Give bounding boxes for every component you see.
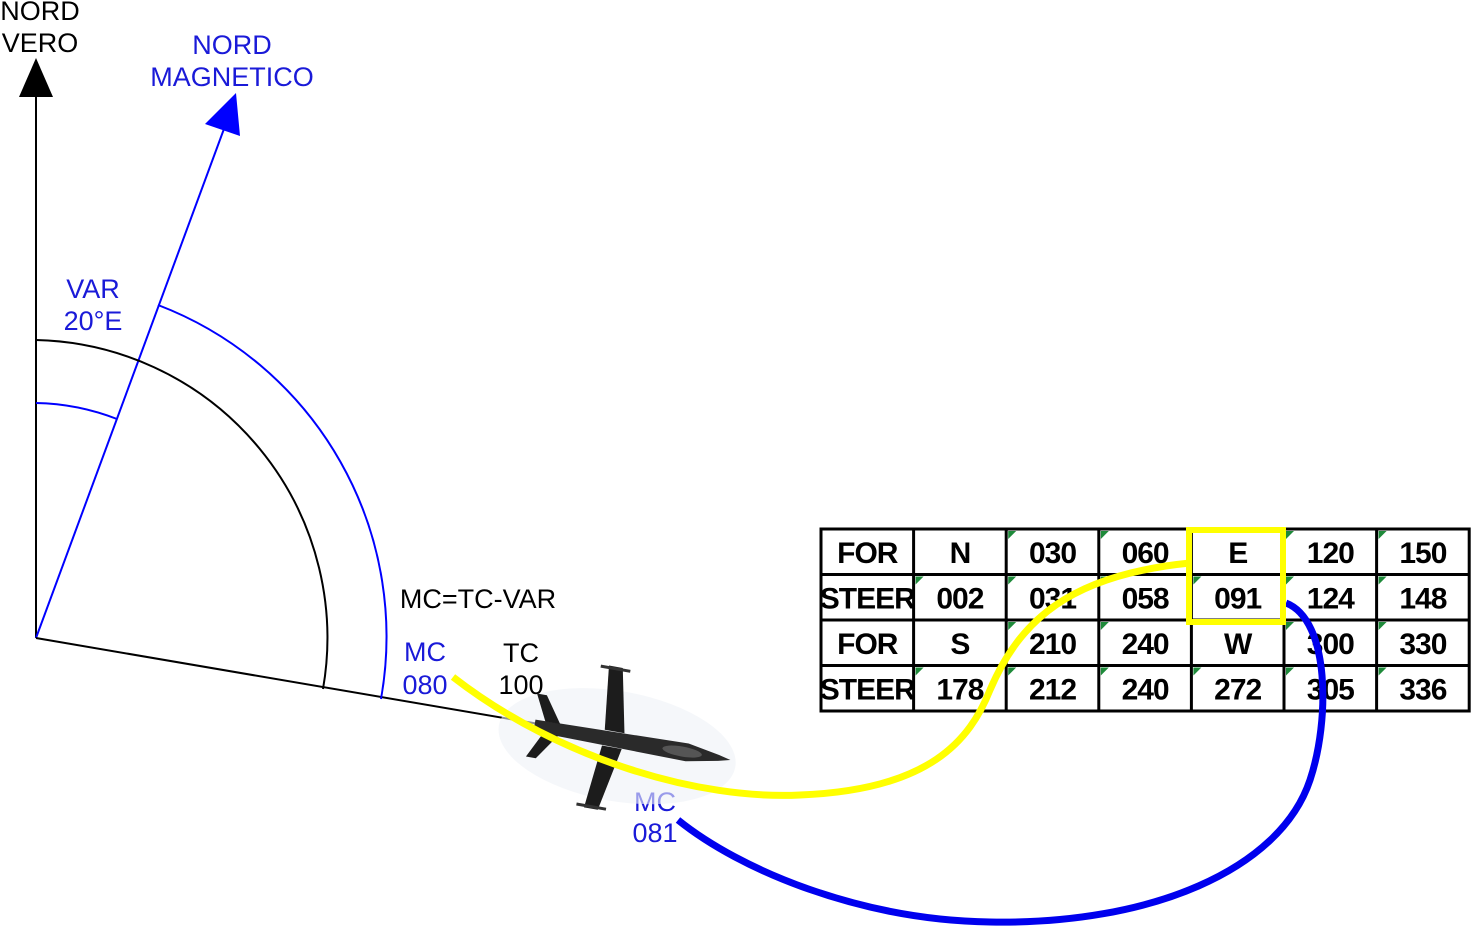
cell-corner-marker bbox=[1100, 531, 1109, 539]
cell-corner-marker bbox=[1100, 622, 1109, 630]
table-cell: 150 bbox=[1399, 537, 1446, 570]
table-cell: E bbox=[1228, 537, 1247, 570]
cell-corner-marker bbox=[1008, 622, 1017, 630]
table-cell: 240 bbox=[1122, 673, 1169, 706]
table-cell: 336 bbox=[1399, 673, 1446, 706]
table-cell: 330 bbox=[1399, 628, 1446, 661]
table-cell: 058 bbox=[1122, 582, 1169, 615]
cell-corner-marker bbox=[1008, 667, 1017, 676]
cell-corner-marker bbox=[1286, 667, 1294, 676]
yellow-link-curve bbox=[450, 559, 1191, 799]
true-north-arrowhead bbox=[19, 58, 53, 97]
variation-arc bbox=[35, 402, 118, 420]
table-cell: W bbox=[1224, 628, 1253, 661]
table-cell: STEER bbox=[820, 582, 916, 615]
mc-label-line1: MC bbox=[404, 637, 446, 667]
table-cell: 240 bbox=[1122, 628, 1169, 661]
table-cell: N bbox=[950, 537, 971, 570]
table-cell: 305 bbox=[1307, 673, 1354, 706]
variation-label-line2: 20°E bbox=[64, 306, 123, 336]
true-north-label-line2: VERO bbox=[2, 28, 79, 58]
cell-corner-marker bbox=[1286, 576, 1294, 585]
cell-corner-marker bbox=[1008, 531, 1017, 539]
table-cell: 030 bbox=[1029, 537, 1076, 570]
mc-value-080: 080 bbox=[402, 670, 447, 700]
fighter-jet-icon bbox=[498, 664, 736, 811]
cell-corner-marker bbox=[1286, 531, 1294, 539]
table-cell: 178 bbox=[936, 673, 983, 706]
course-line bbox=[35, 637, 546, 726]
table-cell: STEER bbox=[820, 673, 916, 706]
magnetic-north-arrowhead bbox=[205, 93, 240, 136]
variation-label-line1: VAR bbox=[66, 274, 120, 304]
magnetic-course-arc bbox=[157, 304, 388, 700]
table-cell: 091 bbox=[1214, 582, 1261, 615]
cell-corner-marker bbox=[1286, 622, 1294, 630]
blue-link-curve bbox=[675, 599, 1327, 926]
cell-corner-marker bbox=[1378, 576, 1387, 585]
cell-corner-marker bbox=[1378, 531, 1387, 539]
magnetic-north-axis bbox=[35, 117, 229, 639]
table-cell: S bbox=[950, 628, 969, 661]
tc-label-line1: TC bbox=[503, 638, 539, 668]
cell-corner-marker bbox=[1100, 667, 1109, 676]
formula-label: MC=TC-VAR bbox=[400, 584, 556, 614]
true-course-arc bbox=[35, 339, 329, 690]
cell-corner-marker bbox=[915, 667, 924, 676]
table-cell: 210 bbox=[1029, 628, 1076, 661]
cell-corner-marker bbox=[915, 576, 924, 585]
table-cell: 272 bbox=[1214, 673, 1261, 706]
magnetic-north-label-line1: NORD bbox=[192, 30, 272, 60]
cell-corner-marker bbox=[1378, 667, 1387, 676]
table-cell: FOR bbox=[837, 537, 899, 570]
table-cell: FOR bbox=[837, 628, 899, 661]
cell-corner-marker bbox=[1008, 576, 1017, 585]
cell-corner-marker bbox=[1378, 622, 1387, 630]
cell-corner-marker bbox=[1193, 576, 1202, 585]
mc-value-081: 081 bbox=[632, 818, 677, 848]
true-north-label-line1: NORD bbox=[0, 0, 80, 26]
table-cell: 124 bbox=[1307, 582, 1355, 615]
table-cell: 212 bbox=[1029, 673, 1076, 706]
cell-corner-marker bbox=[1193, 667, 1202, 676]
table-cell: 148 bbox=[1399, 582, 1446, 615]
magnetic-north-label-line2: MAGNETICO bbox=[150, 62, 314, 92]
highlight-box bbox=[1186, 527, 1286, 625]
table-cell: 120 bbox=[1307, 537, 1354, 570]
table-cell: 002 bbox=[936, 582, 983, 615]
